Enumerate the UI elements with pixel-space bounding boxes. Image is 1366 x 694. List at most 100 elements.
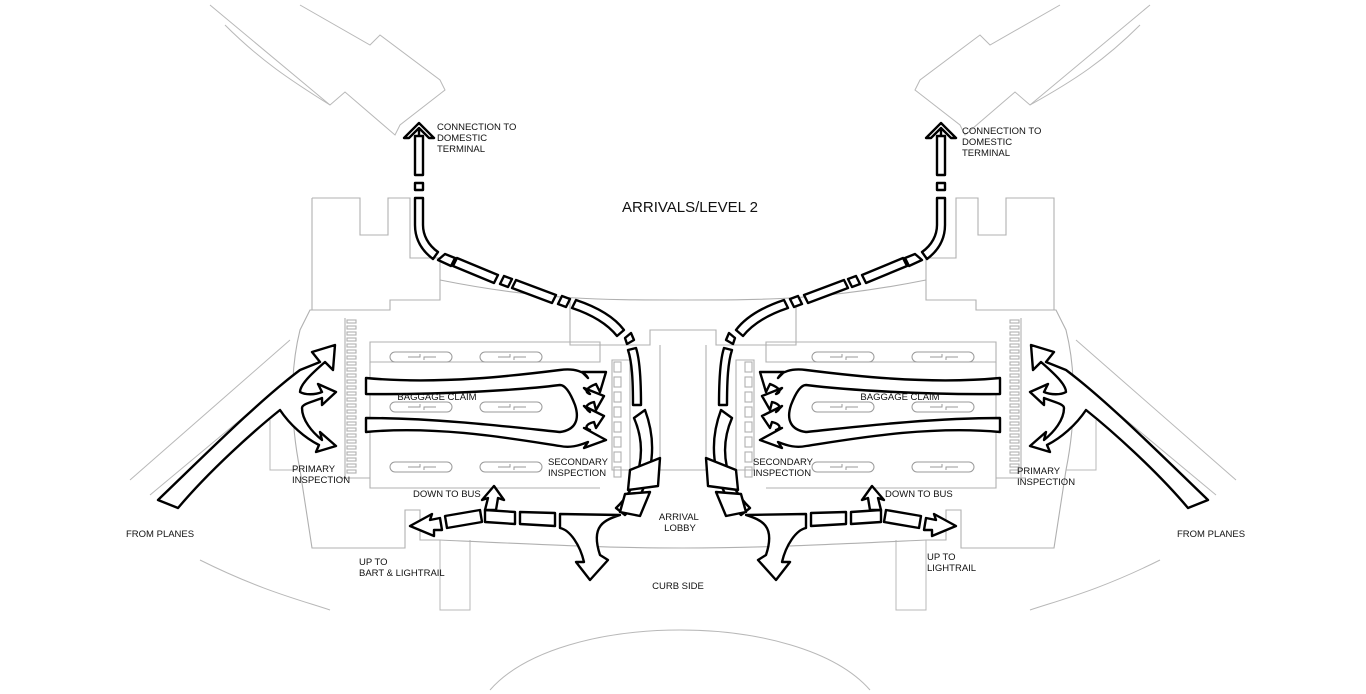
carousel-belt xyxy=(408,404,436,410)
booth-tick xyxy=(1009,319,1020,324)
booth-tick xyxy=(346,373,357,378)
carousel-belt xyxy=(930,464,958,470)
connection-label-left: CONNECTION TO DOMESTIC TERMINAL xyxy=(437,122,519,155)
bus-lightrail-flow-right xyxy=(809,484,958,538)
carousel-belt xyxy=(408,354,436,360)
booth-tick xyxy=(1009,367,1020,372)
booth-tick xyxy=(1009,439,1020,444)
booth-tick xyxy=(1009,445,1020,450)
booth-tick xyxy=(1009,361,1020,366)
booth-tick xyxy=(346,349,357,354)
booth-tick xyxy=(346,337,357,342)
carousel-belt xyxy=(830,464,858,470)
carousel xyxy=(911,401,975,413)
booth-tick xyxy=(346,391,357,396)
from-planes-label-right: FROM PLANES xyxy=(1177,529,1245,540)
bus-lightrail-flow-left xyxy=(408,484,557,538)
booth-tick xyxy=(346,427,357,432)
booth-tick xyxy=(1009,397,1020,402)
up-to-bart-label: UP TO BART & LIGHTRAIL xyxy=(359,557,445,579)
baggage-claim-flow-right xyxy=(758,368,1002,450)
carousel xyxy=(811,351,875,363)
booth-tick xyxy=(1009,391,1020,396)
baggage-claim-label-left: BAGGAGE CLAIM xyxy=(397,392,476,403)
secondary-inspection-label-right: SECONDARY INSPECTION xyxy=(753,457,815,479)
booth-tick xyxy=(1009,379,1020,384)
booth xyxy=(744,406,753,418)
booth-tick xyxy=(1009,343,1020,348)
primary-inspection-label-left: PRIMARY INSPECTION xyxy=(292,464,350,486)
booth-tick xyxy=(346,379,357,384)
down-to-bus-label-right: DOWN TO BUS xyxy=(885,489,953,500)
booth xyxy=(744,466,753,478)
booth-tick xyxy=(1009,403,1020,408)
carousel xyxy=(811,401,875,413)
down-to-bus-label-left: DOWN TO BUS xyxy=(413,489,481,500)
diagram-title: ARRIVALS/LEVEL 2 xyxy=(622,199,758,216)
baggage-carousels xyxy=(389,351,975,473)
arrival-lobby-label: ARRIVAL LOBBY xyxy=(659,512,701,534)
booth-tick xyxy=(346,421,357,426)
booth-tick xyxy=(346,403,357,408)
curb-flow-right xyxy=(744,512,808,582)
carousel xyxy=(389,461,453,473)
curb-side-label: CURB SIDE xyxy=(652,581,704,592)
booth xyxy=(613,436,622,448)
booth xyxy=(744,391,753,403)
booth-tick xyxy=(346,439,357,444)
booth-tick xyxy=(346,445,357,450)
booth-tick xyxy=(346,433,357,438)
up-to-lightrail-label: UP TO LIGHTRAIL xyxy=(927,552,976,574)
carousel-belt xyxy=(498,354,526,360)
booth xyxy=(613,421,622,433)
booth-tick xyxy=(346,367,357,372)
booth-tick xyxy=(1009,463,1020,468)
booth-tick xyxy=(346,397,357,402)
connection-flow-right xyxy=(717,121,958,407)
from-planes-flow-left xyxy=(156,343,338,510)
from-planes-label-left: FROM PLANES xyxy=(126,529,194,540)
booth-tick xyxy=(1009,415,1020,420)
connection-label-right: CONNECTION TO DOMESTIC TERMINAL xyxy=(962,126,1044,159)
booth-tick xyxy=(1009,385,1020,390)
carousel xyxy=(389,401,453,413)
booth xyxy=(744,421,753,433)
booth-tick xyxy=(346,325,357,330)
booth-tick xyxy=(1009,355,1020,360)
booth-tick xyxy=(346,409,357,414)
booth-tick xyxy=(346,385,357,390)
terminal-floor-plan xyxy=(291,197,1075,549)
carousel xyxy=(811,461,875,473)
booth xyxy=(613,376,622,388)
booth-tick xyxy=(346,319,357,324)
carousel-belt xyxy=(830,404,858,410)
booth xyxy=(613,466,622,478)
booth-tick xyxy=(346,415,357,420)
carousel-belt xyxy=(930,354,958,360)
booth-tick xyxy=(1009,337,1020,342)
carousel xyxy=(479,401,543,413)
booth-tick xyxy=(1009,457,1020,462)
carousel-belt xyxy=(930,404,958,410)
booth xyxy=(613,361,622,373)
context-outlines xyxy=(129,4,1237,691)
booth-tick xyxy=(346,457,357,462)
booth-tick xyxy=(346,451,357,456)
secondary-inspection-label-left: SECONDARY INSPECTION xyxy=(548,457,610,479)
booth-tick xyxy=(1009,469,1020,474)
carousel-belt xyxy=(498,404,526,410)
carousel xyxy=(479,461,543,473)
carousel xyxy=(479,351,543,363)
carousel-belt xyxy=(498,464,526,470)
booth xyxy=(613,406,622,418)
booth xyxy=(744,451,753,463)
booth xyxy=(744,361,753,373)
primary-inspection-label-right: PRIMARY INSPECTION xyxy=(1017,466,1075,488)
booth-tick xyxy=(346,331,357,336)
carousel-belt xyxy=(830,354,858,360)
carousel xyxy=(911,351,975,363)
booth-tick xyxy=(346,361,357,366)
booth-tick xyxy=(346,463,357,468)
booth-tick xyxy=(1009,325,1020,330)
